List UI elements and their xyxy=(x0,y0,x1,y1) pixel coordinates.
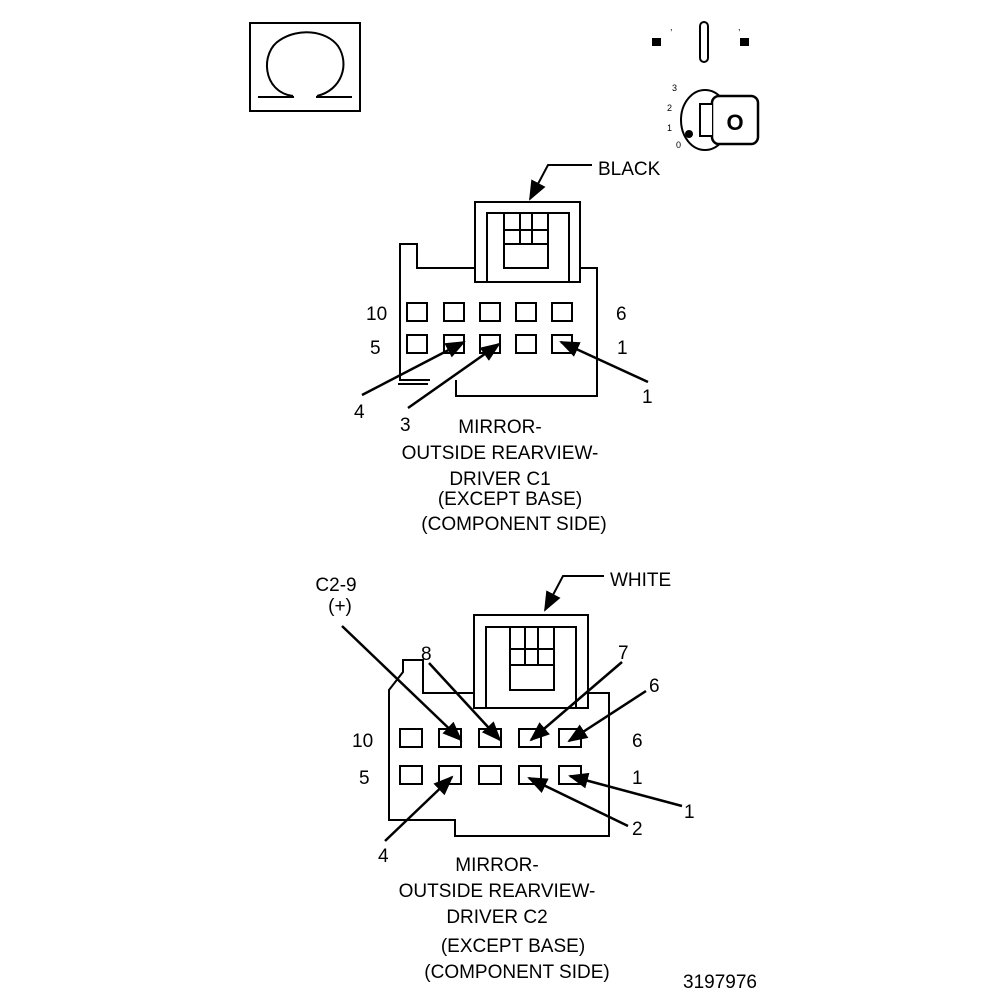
svg-text:,: , xyxy=(670,22,673,32)
c2-caption-line-2: OUTSIDE REARVIEW- xyxy=(399,881,596,902)
c2-callout-1: 1 xyxy=(684,802,695,823)
connector-c2: WHITE 10 6 5 1 C2-9 (+) xyxy=(315,570,694,983)
c2-color-label: WHITE xyxy=(610,570,671,591)
c1-callout-4: 4 xyxy=(354,402,365,423)
c2-caption-line-5: (COMPONENT SIDE) xyxy=(424,962,609,983)
c2-circuit-label: C2-9 xyxy=(315,575,356,596)
ignition-position-2: 2 xyxy=(667,103,672,113)
c1-color-label: BLACK xyxy=(598,159,661,180)
c2-label-1: 1 xyxy=(632,768,643,789)
c1-label-5: 5 xyxy=(370,338,381,359)
connector-c1: BLACK 10 6 5 1 4 3 1 xyxy=(354,159,661,535)
ignition-position-1: 1 xyxy=(667,123,672,133)
c2-caption-line-1: MIRROR- xyxy=(455,855,538,876)
c1-label-1: 1 xyxy=(617,338,628,359)
c1-label-10: 10 xyxy=(366,304,387,325)
svg-text:,: , xyxy=(738,22,741,32)
c1-callout-3: 3 xyxy=(400,415,411,436)
c2-callout-2: 2 xyxy=(632,819,643,840)
c2-callout-6: 6 xyxy=(649,676,660,697)
c2-callout-7: 7 xyxy=(618,643,629,664)
c2-label-6: 6 xyxy=(632,731,643,752)
c2-circuit-polarity: (+) xyxy=(328,596,352,617)
c1-label-6: 6 xyxy=(616,304,627,325)
c1-callout-1: 1 xyxy=(642,387,653,408)
c2-label-10: 10 xyxy=(352,731,373,752)
c1-caption-line-2: OUTSIDE REARVIEW- xyxy=(402,443,599,464)
c2-callout-8: 8 xyxy=(421,644,432,665)
ignition-key-icon: , , 3 2 1 0 O xyxy=(652,21,760,151)
omega-symbol-icon xyxy=(249,22,361,112)
c1-caption-line-3: DRIVER C1 xyxy=(449,469,550,490)
c2-callout-4: 4 xyxy=(378,846,389,867)
ignition-position-3: 3 xyxy=(672,83,677,93)
c1-caption-line-4: (EXCEPT BASE) xyxy=(438,489,582,510)
figure-number: 3197976 xyxy=(683,972,757,993)
ignition-position-0: 0 xyxy=(676,140,681,150)
c2-caption-line-4: (EXCEPT BASE) xyxy=(441,936,585,957)
c2-label-5: 5 xyxy=(359,768,370,789)
c1-caption-line-1: MIRROR- xyxy=(458,417,541,438)
c2-caption-line-3: DRIVER C2 xyxy=(446,907,547,928)
ignition-key-letter: O xyxy=(726,110,743,135)
c1-caption-line-5: (COMPONENT SIDE) xyxy=(421,514,606,535)
